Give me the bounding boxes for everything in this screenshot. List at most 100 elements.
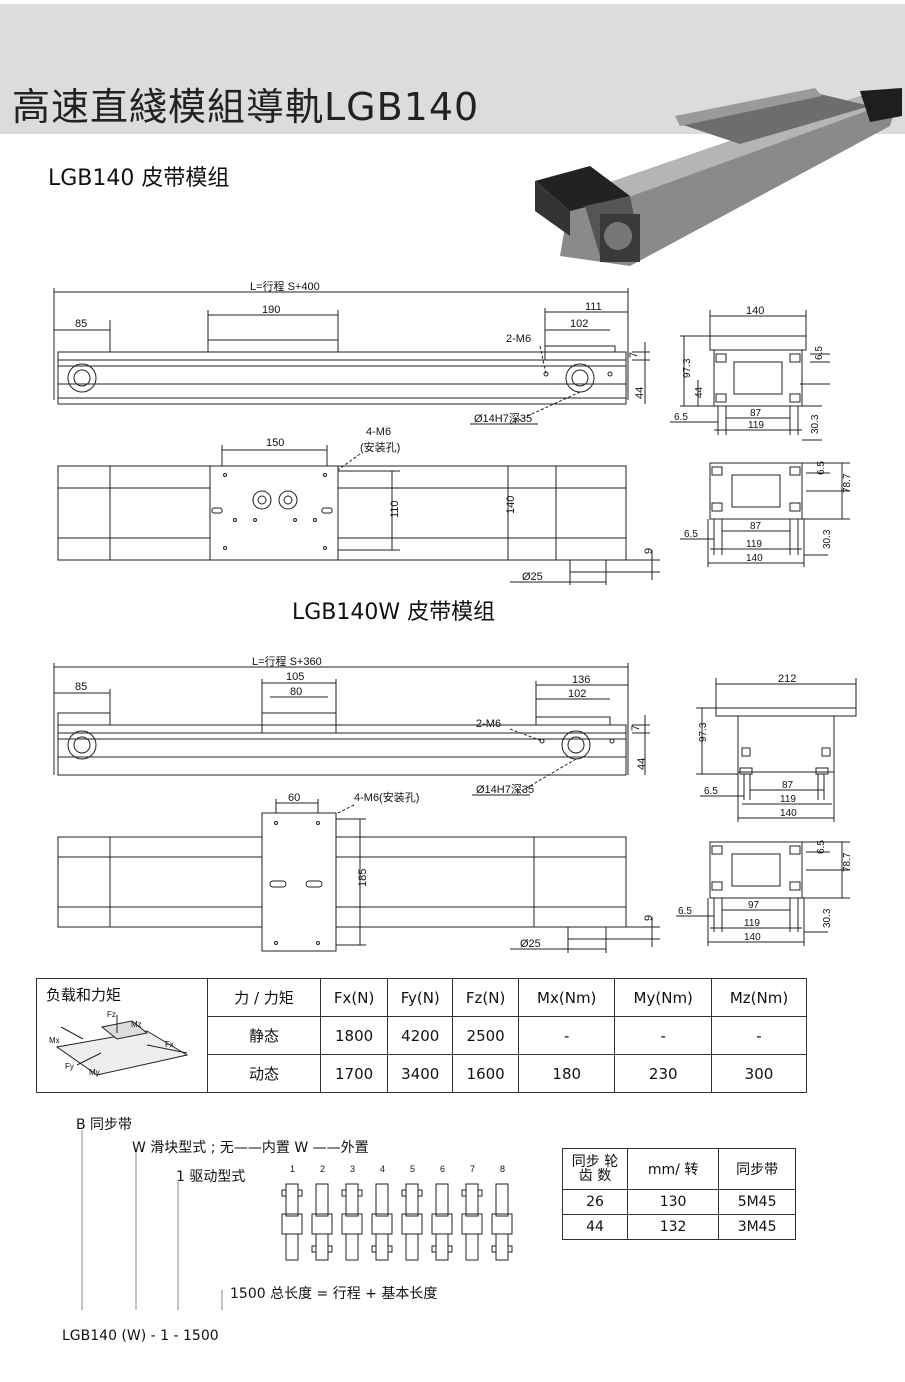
- label-fz: Fz: [107, 1010, 116, 1019]
- dim-2m6: 2-M6: [506, 333, 531, 345]
- p1-h303: 30.3: [810, 414, 821, 434]
- drive-type-part: [345, 1183, 359, 1217]
- load-header-0: 力 / 力矩: [207, 978, 321, 1017]
- drive-number: 3: [350, 1164, 355, 1174]
- table-row: 26 130 5M45: [562, 1189, 796, 1215]
- drive-type-part: [371, 1213, 393, 1235]
- drive-type-part: [371, 1245, 377, 1253]
- load-cell: 1800: [319, 1016, 389, 1055]
- load-cell: 230: [614, 1054, 712, 1093]
- drive-number: 1: [290, 1164, 295, 1174]
- drive-type-part: [431, 1245, 437, 1253]
- p4-h303: 30.3: [822, 908, 833, 928]
- load-cell: 300: [710, 1054, 808, 1093]
- load-cell: 180: [517, 1054, 616, 1093]
- drive-type-part: [465, 1183, 479, 1217]
- label-mz: Mz: [131, 1020, 142, 1029]
- code-drive-label: 1 驱动型式: [176, 1169, 246, 1185]
- drive-type-part: [281, 1189, 287, 1197]
- dim2-44: 44: [636, 758, 648, 770]
- dim2-185: 185: [357, 869, 369, 887]
- pitch-header-teeth-line1: 同步 轮: [571, 1154, 619, 1170]
- dim-25: Ø25: [522, 571, 543, 583]
- pitch-header-teeth-line2: 齿 数: [578, 1168, 612, 1184]
- drive-type-part: [375, 1183, 389, 1217]
- dim-102: 102: [570, 318, 588, 330]
- pitch-cell: 5M45: [718, 1189, 796, 1215]
- drive-type-part: [281, 1213, 303, 1235]
- dim2-60: 60: [288, 792, 300, 804]
- dim-bore: Ø14H7深35: [474, 412, 532, 425]
- drive-type-part: [461, 1189, 467, 1197]
- drive-type-part: [285, 1183, 299, 1217]
- p2-w119: 119: [746, 539, 762, 550]
- drive-type-glyph: [341, 1183, 363, 1261]
- dim-7: 7: [628, 352, 640, 358]
- dim2-80: 80: [290, 686, 302, 698]
- dim-85: 85: [75, 318, 87, 330]
- p4-w119: 119: [744, 918, 760, 929]
- dim2-25: Ø25: [520, 938, 541, 950]
- p2-w140: 140: [746, 553, 763, 564]
- drive-type-glyph: [491, 1183, 513, 1261]
- p4-w65: 6.5: [678, 906, 692, 917]
- dim-4m6: 4-M6: [366, 426, 391, 438]
- p4-h65: 6.5: [816, 840, 827, 854]
- drive-type-part: [405, 1233, 419, 1261]
- load-header-1: Fx(N): [319, 978, 389, 1017]
- dim-190: 190: [262, 304, 280, 316]
- drive-type-part: [447, 1245, 453, 1253]
- p2-h303: 30.3: [822, 529, 833, 549]
- table-row: 静态 1800 4200 2500 - - -: [37, 1016, 808, 1055]
- dim2-length: L=行程 S+360: [252, 655, 322, 668]
- dim2-136: 136: [572, 674, 590, 686]
- load-cell: 2500: [452, 1016, 519, 1055]
- drive-type-glyph: [311, 1183, 333, 1261]
- dim2-bore: Ø14H7深35: [476, 783, 534, 796]
- p1-w65: 6.5: [674, 412, 688, 423]
- p1-h65: 6.5: [814, 346, 825, 360]
- drive-type-part: [341, 1189, 347, 1197]
- drive-type-part: [311, 1213, 333, 1235]
- dim2-9: 9: [643, 915, 655, 921]
- dim-140v: 140: [505, 496, 517, 514]
- drive-type-part: [311, 1245, 317, 1253]
- dim2-2m6: 2-M6: [476, 718, 501, 730]
- p4-w97: 97: [748, 900, 760, 911]
- drive-type-part: [315, 1233, 329, 1261]
- load-cell: -: [710, 1016, 808, 1055]
- load-cell: 静态: [207, 1016, 321, 1055]
- profile-view-1: 140 97.3 44 6.5 6.5 87 119 30.3: [670, 305, 830, 441]
- table-row: 44 132 3M45: [562, 1214, 796, 1240]
- header-band: [0, 0, 905, 134]
- p4-w140: 140: [744, 932, 761, 943]
- pitch-header-mm: mm/ 转: [626, 1148, 720, 1190]
- drive-type-part: [405, 1183, 419, 1217]
- pitch-cell: 3M45: [718, 1214, 796, 1240]
- drive-type-part: [285, 1233, 299, 1261]
- pitch-cell: 130: [626, 1189, 720, 1215]
- drive-type-part: [491, 1245, 497, 1253]
- p1-w119: 119: [748, 420, 764, 431]
- p3-h973: 97.3: [698, 722, 709, 742]
- table-row: 动态 1700 3400 1600 180 230 300: [37, 1054, 808, 1093]
- drive-type-part: [401, 1189, 407, 1197]
- page-title: 高速直綫模組導軌LGB140: [12, 85, 480, 129]
- dim2-4m6: 4-M6(安装孔): [354, 790, 419, 804]
- dim-150: 150: [266, 437, 284, 449]
- profile-view-3: 212 97.3 6.5 87 119 140: [696, 673, 857, 822]
- drive-type-glyph: [461, 1183, 483, 1261]
- code-example: LGB140 (W) - 1 - 1500: [62, 1328, 219, 1344]
- section-title-lgb140w: LGB140W 皮带模组: [292, 600, 496, 625]
- profile-view-4: 6.5 78.7 6.5 97 119 140 30.3: [676, 840, 853, 946]
- drive-type-diagram: 1 2 3 4 5 6 7 8: [281, 1164, 513, 1261]
- p2-h65: 6.5: [816, 461, 827, 475]
- pitch-header-teeth: 同步 轮 齿 数: [562, 1148, 628, 1190]
- drive-number: 8: [500, 1164, 505, 1174]
- drive-type-part: [345, 1233, 359, 1261]
- drive-number: 4: [380, 1164, 385, 1174]
- drive-type-part: [401, 1213, 423, 1235]
- drive-type-glyph: [431, 1183, 453, 1261]
- drawing-lgb140w: L=行程 S+360 85 105 80 136 102 2-M6 Ø14H7深…: [53, 655, 660, 953]
- load-corner-cell: 负载和力矩 Fz Mz Mx Fx Fy My: [36, 978, 208, 1093]
